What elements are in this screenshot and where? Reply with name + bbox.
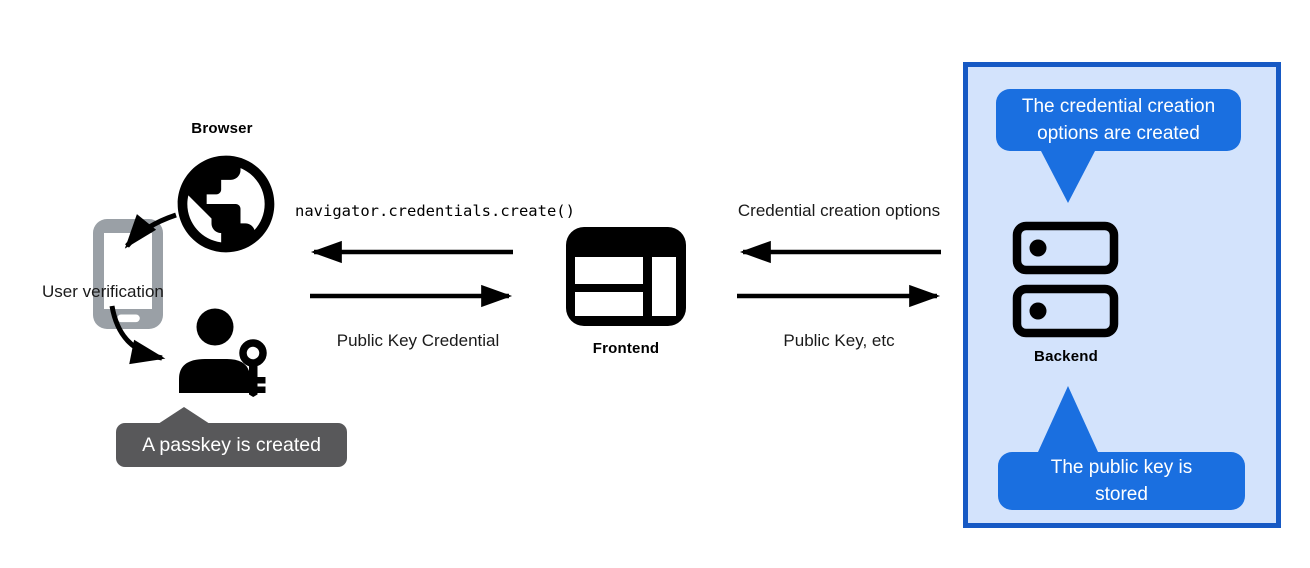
- key-stored-line2: stored: [1095, 484, 1148, 505]
- globe-browser-icon: [177, 155, 275, 253]
- public-key-credential-label: Public Key Credential: [336, 331, 500, 350]
- bubble-tail-down: [1041, 151, 1095, 203]
- options-created-line2: options are created: [1037, 123, 1200, 144]
- key-stored-line1: The public key is: [1050, 457, 1193, 478]
- backend-label: Backend: [1034, 348, 1098, 365]
- smartphone-icon: [93, 219, 163, 329]
- user-passkey-icon: [179, 308, 267, 397]
- options-created-line1: The credential creation: [1021, 96, 1216, 117]
- passkey-created-tooltip: A passkey is created: [116, 407, 347, 467]
- navigator-credentials-create-label: navigator.credentials.create(): [295, 202, 575, 220]
- options-created-bubble: The credential creation options are crea…: [996, 89, 1241, 203]
- frontend-label: Frontend: [592, 340, 660, 357]
- backend-server-icon: [1012, 221, 1119, 338]
- bubble-tail-up: [1038, 386, 1098, 452]
- user-verification-label: User verification: [42, 282, 164, 301]
- passkey-created-text: A passkey is created: [142, 433, 321, 456]
- frontend-window-icon: [566, 227, 686, 326]
- browser-label: Browser: [191, 120, 253, 137]
- credential-creation-options-label: Credential creation options: [737, 201, 941, 220]
- key-stored-bubble: The public key is stored: [998, 386, 1245, 510]
- public-key-etc-label: Public Key, etc: [783, 331, 895, 350]
- tooltip-tail-up: [158, 407, 210, 424]
